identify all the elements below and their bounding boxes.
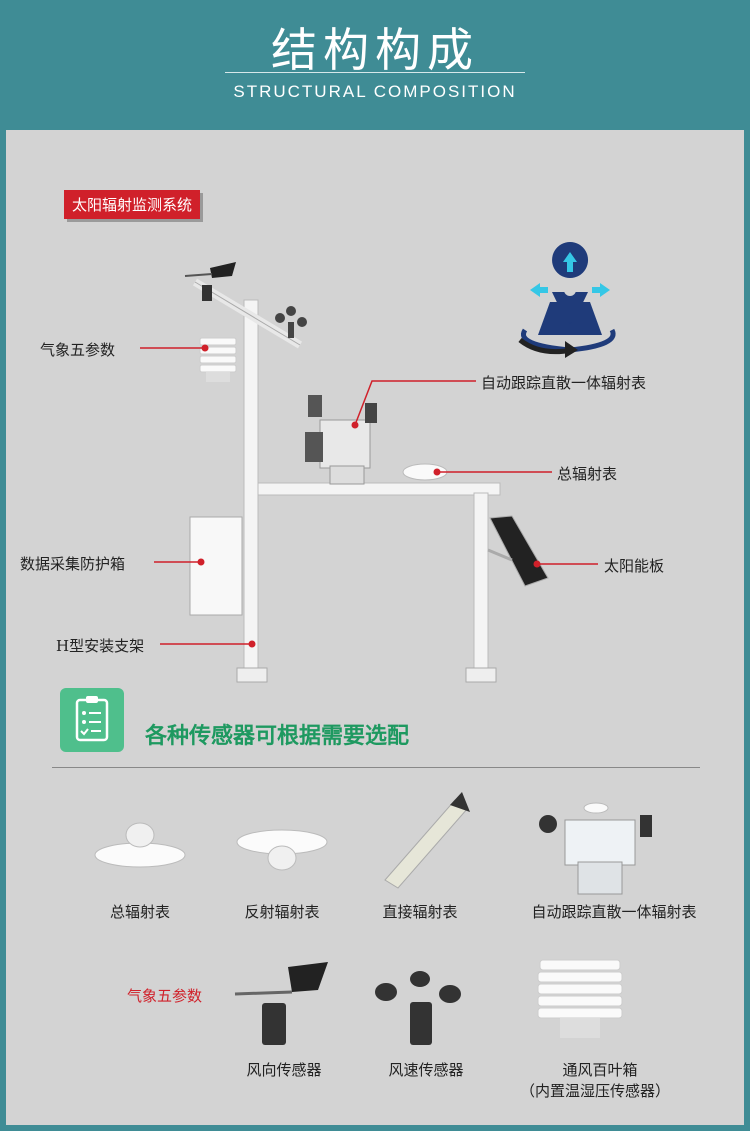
- h-bracket: [192, 278, 501, 683]
- rotation-arrow-icon: [518, 328, 616, 358]
- sensor-label-wind-direction: 风向传感器: [246, 1061, 322, 1079]
- section-divider: [52, 767, 700, 768]
- solar-panel: [487, 515, 549, 587]
- data-box: [189, 516, 243, 616]
- tracker: [305, 395, 377, 485]
- wind-direction-sensor-photo: [234, 962, 328, 1045]
- content-panel: [6, 130, 744, 1125]
- label-data-box: 数据采集防护箱: [20, 555, 126, 573]
- optional-text: 各种传感器可根据需要选配: [145, 724, 410, 749]
- page-subtitle: STRUCTURAL COMPOSITION: [233, 82, 517, 101]
- sensor-label-total-radiation: 总辐射表: [109, 903, 170, 921]
- anemometer: [275, 306, 307, 338]
- label-weather5: 气象五参数: [40, 341, 116, 359]
- sensor-sublabel-louvered-shelter: （内置温湿压传感器）: [519, 1082, 670, 1100]
- sensor-label-reflected-radiation: 反射辐射表: [244, 903, 320, 921]
- page-title: 结构构成: [271, 23, 479, 77]
- title-divider: [225, 72, 525, 73]
- header: 结构构成 STRUCTURAL COMPOSITION: [0, 0, 750, 130]
- wind-speed-sensor-photo: [375, 971, 461, 1045]
- label-solar-panel: 太阳能板: [604, 557, 665, 575]
- tracker-photo: [539, 802, 652, 895]
- weather5-tag: 气象五参数: [127, 987, 203, 1005]
- sensor-label-louvered-shelter: 通风百叶箱: [562, 1061, 638, 1079]
- sensor-label-direct-radiation: 直接辐射表: [382, 903, 458, 921]
- callout-lines: [140, 344, 598, 648]
- louvered-shelter: [199, 337, 237, 382]
- louvered-shelter-photo: [537, 959, 623, 1038]
- label-h-bracket: H型安装支架: [56, 637, 145, 655]
- label-total-radiation: 总辐射表: [557, 465, 618, 483]
- sensor-label-tracker: 自动跟踪直散一体辐射表: [531, 903, 697, 921]
- system-tag: 太阳辐射监测系统: [64, 190, 201, 219]
- wind-vane: [184, 262, 236, 301]
- direct-radiation-sensor-photo: [384, 792, 470, 889]
- label-tracker: 自动跟踪直散一体辐射表: [481, 374, 647, 392]
- total-radiation-sensor-photo: [94, 822, 186, 868]
- location-pin-icon: [530, 242, 610, 335]
- reflected-radiation-sensor-photo: [236, 829, 328, 871]
- clipboard-checklist-icon: [60, 688, 124, 752]
- sensor-label-wind-speed: 风速传感器: [388, 1061, 464, 1079]
